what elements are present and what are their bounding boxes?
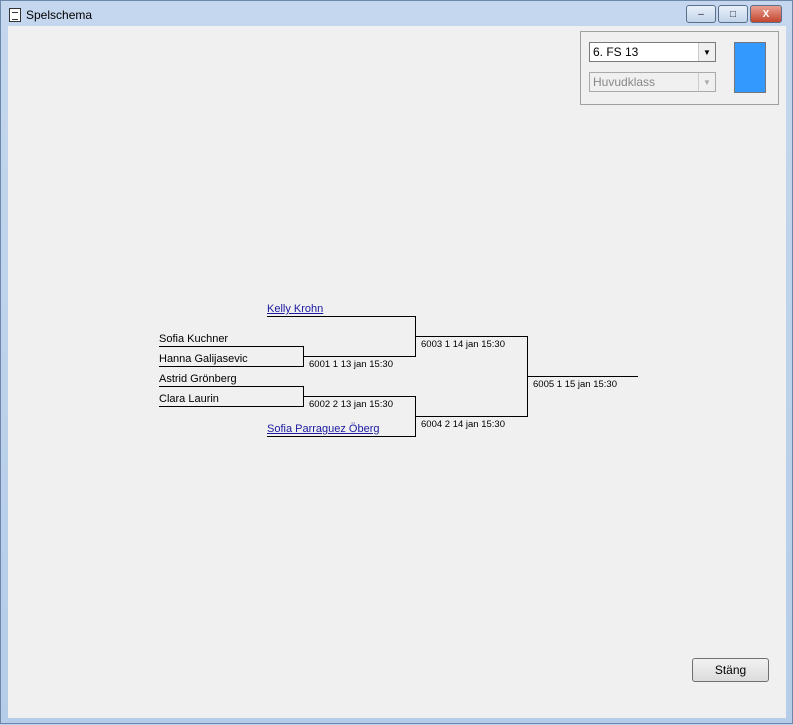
category-select: Huvudklass ▼: [589, 72, 716, 92]
player-link[interactable]: Kelly Krohn: [267, 303, 324, 315]
category-select-value: Huvudklass: [593, 75, 656, 89]
match-info: 6005 1 15 jan 15:30: [533, 379, 617, 390]
maximize-button[interactable]: □: [718, 5, 748, 23]
match-info: 6003 1 14 jan 15:30: [421, 339, 505, 350]
window-title: Spelschema: [26, 8, 93, 22]
chevron-down-icon: ▼: [698, 73, 715, 91]
player-link[interactable]: Sofia Parraguez Öberg: [267, 423, 380, 435]
title-bar: Spelschema: [9, 6, 92, 24]
player-name: Hanna Galijasevic: [159, 353, 248, 365]
match-info: 6001 1 13 jan 15:30: [309, 359, 393, 370]
client-area: 6. FS 13 ▼ Huvudklass ▼: [8, 26, 786, 718]
minimize-button[interactable]: –: [686, 5, 716, 23]
color-swatch[interactable]: [734, 42, 766, 93]
player-name: Clara Laurin: [159, 393, 219, 405]
class-select[interactable]: 6. FS 13 ▼: [589, 42, 716, 62]
match-info: 6002 2 13 jan 15:30: [309, 399, 393, 410]
document-icon: [9, 8, 21, 22]
player-name: Astrid Grönberg: [159, 373, 237, 385]
class-select-value: 6. FS 13: [593, 45, 639, 59]
match-info: 6004 2 14 jan 15:30: [421, 419, 505, 430]
chevron-down-icon[interactable]: ▼: [698, 43, 715, 61]
filter-group: 6. FS 13 ▼ Huvudklass ▼: [580, 31, 779, 105]
player-name: Sofia Kuchner: [159, 333, 229, 345]
close-button[interactable]: Stäng: [692, 658, 769, 682]
close-window-button[interactable]: X: [750, 5, 782, 23]
